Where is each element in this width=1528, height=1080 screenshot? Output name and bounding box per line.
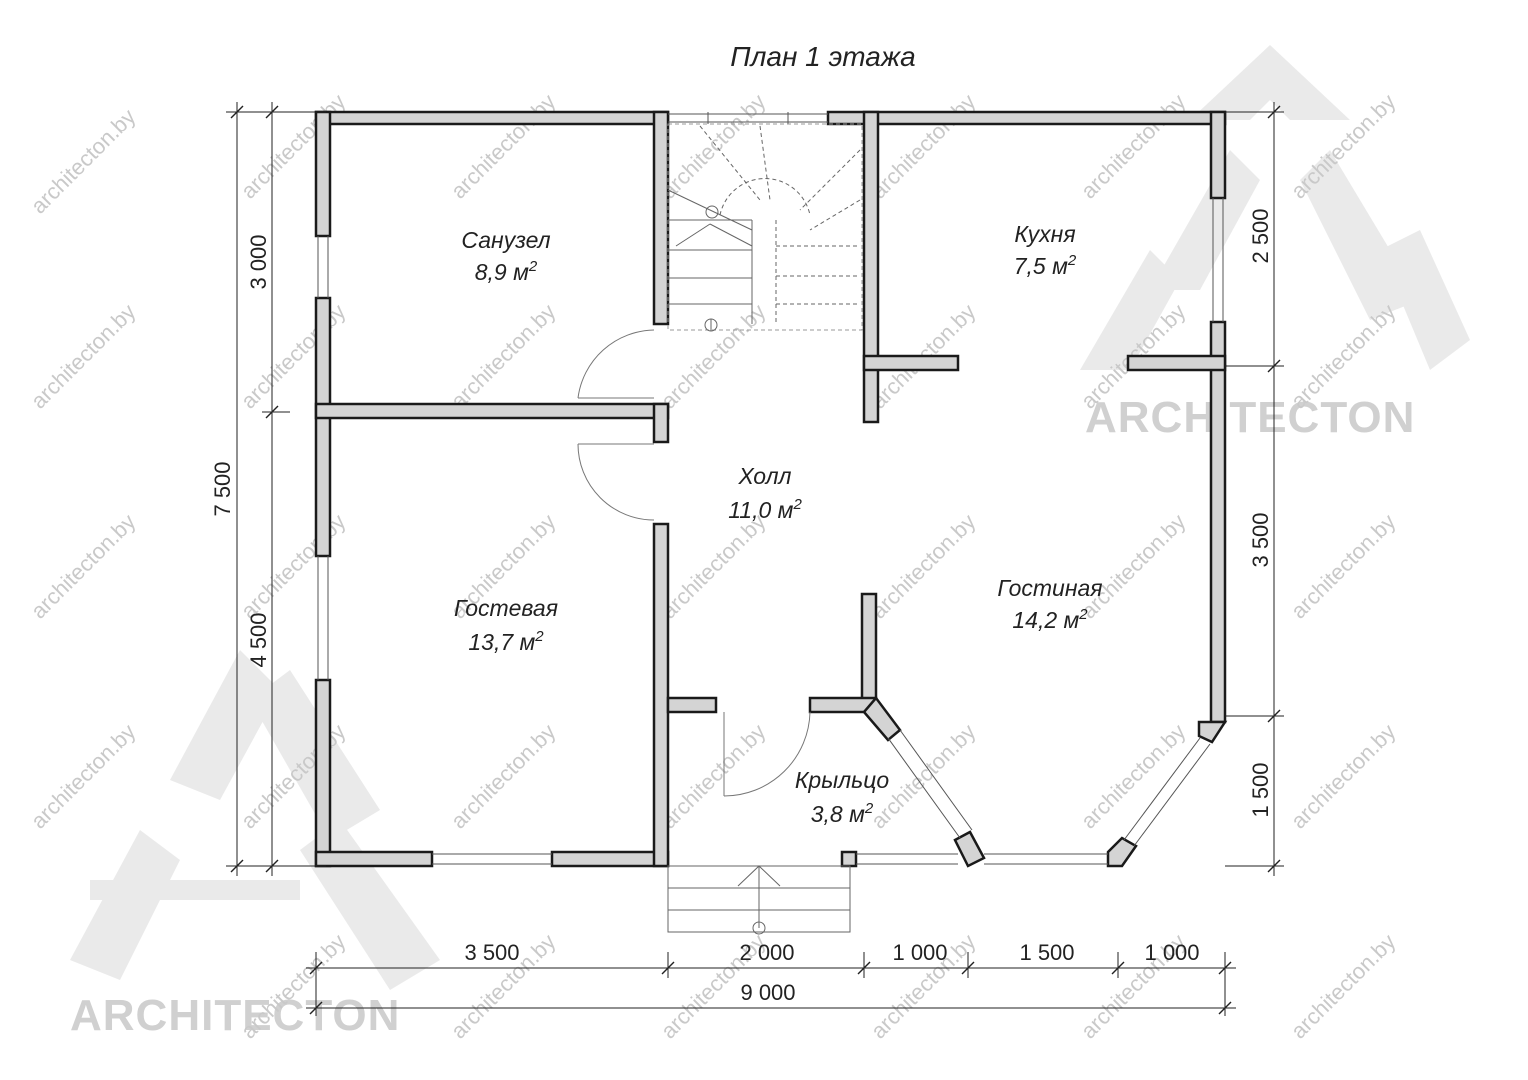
svg-text:1 000: 1 000 (892, 940, 947, 965)
svg-text:2 500: 2 500 (1248, 208, 1273, 263)
svg-text:2 000: 2 000 (739, 940, 794, 965)
svg-text:3 500: 3 500 (464, 940, 519, 965)
svg-text:3,8 м2: 3,8 м2 (811, 800, 874, 827)
room-sanuzel: Санузел 8,9 м2 (461, 227, 550, 285)
svg-text:Кухня: Кухня (1014, 221, 1075, 247)
svg-text:architecton.by: architecton.by (446, 89, 561, 204)
svg-text:architecton.by: architecton.by (236, 89, 351, 204)
svg-text:14,2 м2: 14,2 м2 (1012, 606, 1088, 633)
dimensions-left: 7 500 3 000 4 500 (210, 102, 326, 876)
svg-text:1 500: 1 500 (1248, 762, 1273, 817)
svg-text:Крыльцо: Крыльцо (795, 767, 889, 793)
svg-text:architecton.by: architecton.by (656, 299, 771, 414)
svg-text:7 500: 7 500 (210, 461, 235, 516)
svg-text:architecton.by: architecton.by (446, 299, 561, 414)
svg-text:8,9 м2: 8,9 м2 (475, 258, 538, 285)
svg-text:1 500: 1 500 (1019, 940, 1074, 965)
svg-text:architecton.by: architecton.by (656, 89, 771, 204)
svg-text:architecton.by: architecton.by (866, 89, 981, 204)
svg-text:Холл: Холл (737, 463, 791, 489)
svg-text:architecton.by: architecton.by (1076, 89, 1191, 204)
room-holl: Холл 11,0 м2 (728, 463, 802, 523)
svg-text:architecton.by: architecton.by (656, 509, 771, 624)
room-labels: Санузел 8,9 м2 Кухня 7,5 м2 Холл 11,0 м2… (454, 221, 1103, 827)
logo-text-left: ARCHITECTON (70, 991, 400, 1040)
windows (317, 112, 1224, 865)
room-krylco: Крыльцо 3,8 м2 (795, 767, 889, 827)
svg-text:architecton.by: architecton.by (26, 299, 141, 414)
svg-text:architecton.by: architecton.by (236, 509, 351, 624)
walls (314, 110, 1228, 868)
staircase (667, 123, 863, 332)
svg-text:architecton.by: architecton.by (1076, 719, 1191, 834)
svg-text:architecton.by: architecton.by (26, 509, 141, 624)
svg-text:13,7 м2: 13,7 м2 (468, 628, 544, 655)
svg-text:architecton.by: architecton.by (656, 719, 771, 834)
plan-title: План 1 этажа (730, 41, 915, 72)
dimensions-bottom: 3 500 2 000 1 000 1 500 1 000 9 000 (306, 940, 1236, 1016)
room-gostinaya: Гостиная 14,2 м2 (997, 575, 1102, 633)
svg-text:3 500: 3 500 (1248, 512, 1273, 567)
svg-text:architecton.by: architecton.by (1286, 509, 1401, 624)
svg-text:architecton.by: architecton.by (1286, 719, 1401, 834)
svg-text:11,0 м2: 11,0 м2 (728, 496, 802, 523)
room-gostevaya: Гостевая 13,7 м2 (454, 595, 558, 655)
svg-text:architecton.by: architecton.by (446, 719, 561, 834)
svg-text:Гостиная: Гостиная (997, 575, 1102, 601)
svg-text:architecton.by: architecton.by (236, 299, 351, 414)
doors (577, 329, 811, 797)
svg-text:architecton.by: architecton.by (866, 509, 981, 624)
svg-text:architecton.by: architecton.by (1286, 929, 1401, 1044)
svg-text:architecton.by: architecton.by (26, 104, 141, 219)
svg-text:Санузел: Санузел (461, 227, 550, 253)
logo-text-right: ARCHITECTON (1085, 393, 1415, 442)
svg-text:Гостевая: Гостевая (454, 595, 558, 621)
room-kuhnya: Кухня 7,5 м2 (1014, 221, 1077, 279)
svg-text:architecton.by: architecton.by (26, 719, 141, 834)
svg-text:9 000: 9 000 (740, 980, 795, 1005)
dimensions-right: 2 500 3 500 1 500 (1225, 102, 1284, 876)
svg-text:3 000: 3 000 (246, 234, 271, 289)
svg-text:1 000: 1 000 (1144, 940, 1199, 965)
svg-text:7,5 м2: 7,5 м2 (1014, 252, 1077, 279)
svg-text:4 500: 4 500 (246, 612, 271, 667)
entrance-steps (667, 865, 851, 935)
logo-watermark-right (1080, 45, 1470, 370)
svg-text:architecton.by: architecton.by (1076, 509, 1191, 624)
